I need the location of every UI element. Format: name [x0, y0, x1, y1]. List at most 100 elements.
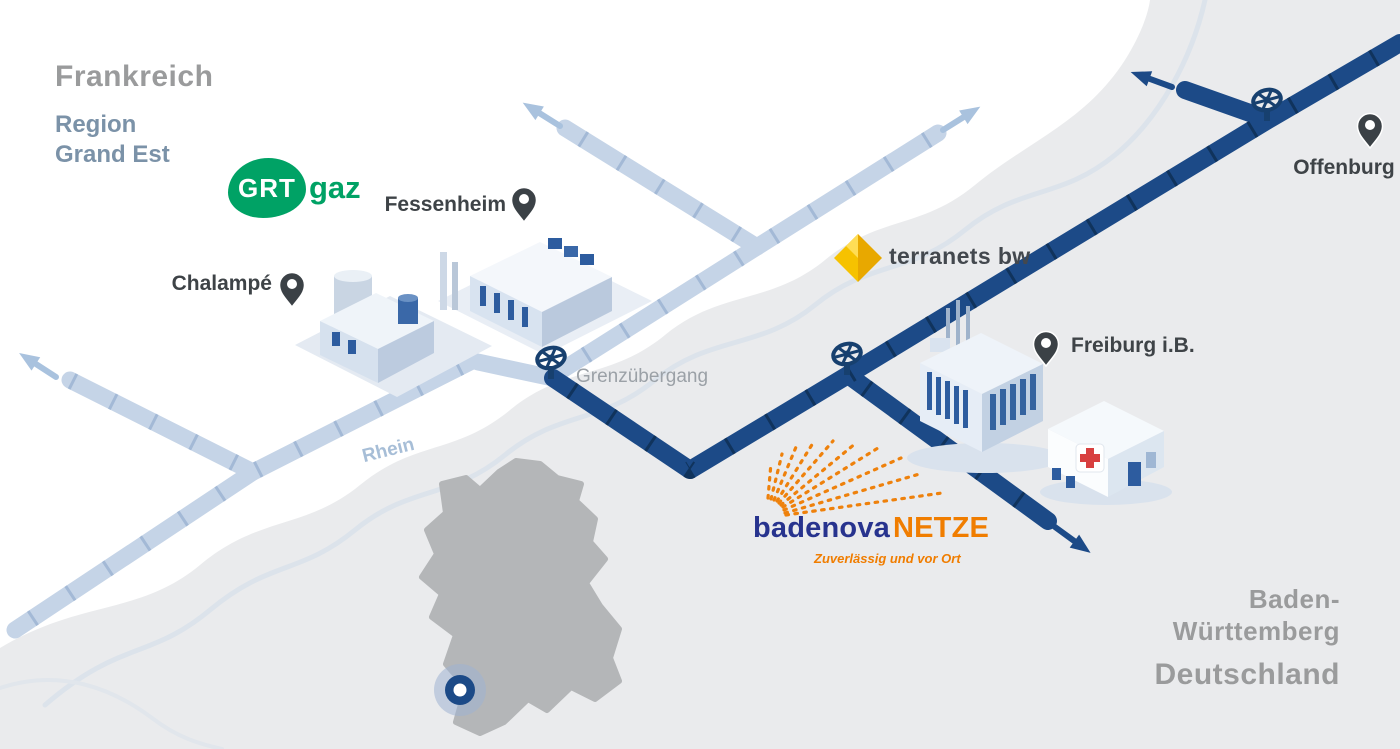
- ray: [781, 446, 880, 509]
- flow-arrow-north-dark-icon: [1130, 71, 1175, 90]
- industry-building: [920, 300, 1043, 452]
- window-strip: [1000, 389, 1006, 425]
- offenburg-pin: [1356, 112, 1384, 150]
- window-strip: [1020, 379, 1026, 415]
- valve-stem: [548, 366, 554, 379]
- building-face: [378, 321, 434, 383]
- pin-hole: [519, 194, 529, 204]
- germany-silhouette: [419, 458, 622, 736]
- building-face: [920, 363, 982, 452]
- arrow-shaft: [1052, 524, 1080, 546]
- pin-icon: [278, 271, 306, 309]
- grtgaz-suffix: gaz: [309, 170, 361, 205]
- label-state-line2: Württemberg: [1172, 616, 1340, 646]
- marker-hole: [453, 683, 467, 697]
- storage-tank: [398, 298, 418, 324]
- window: [1146, 452, 1156, 468]
- window-strip: [1030, 374, 1036, 410]
- flow-arrow-west-icon: [19, 353, 59, 380]
- cooling-tower-top: [334, 270, 372, 282]
- label-frankreich: Frankreich: [55, 60, 214, 93]
- valve-stem: [1264, 108, 1270, 121]
- valve-stem: [844, 362, 850, 375]
- arrow-shaft: [1144, 75, 1175, 90]
- arrow-head: [1069, 534, 1091, 553]
- terranets-facet: [858, 234, 882, 282]
- window-strip: [494, 293, 500, 313]
- grtgaz-logo: GRT gaz: [228, 158, 361, 218]
- pipeline-germany-north-branch: [1176, 81, 1273, 127]
- building-face: [542, 277, 612, 347]
- window-strip: [927, 372, 932, 410]
- label-freiburg: Freiburg i.B.: [1071, 334, 1195, 357]
- hospital-building: [1048, 401, 1164, 497]
- arrow-shaft: [940, 113, 969, 133]
- arrow-shaft: [534, 109, 563, 129]
- building-roof: [320, 293, 434, 349]
- pin-hole: [287, 279, 297, 289]
- window: [1052, 468, 1061, 480]
- valve-hub: [843, 350, 851, 358]
- germany-consumer-buildings: [907, 300, 1172, 505]
- window-strip: [936, 377, 941, 415]
- terranets-logo-label: terranets bw: [889, 243, 1031, 269]
- building-roof: [1048, 401, 1164, 459]
- arrow-head: [959, 106, 981, 125]
- pin-hole: [1365, 120, 1375, 130]
- flow-arrow-southeast-dark-icon: [1052, 524, 1091, 553]
- window: [1066, 476, 1075, 488]
- valve-hub: [547, 354, 555, 362]
- rhine-river: [42, 0, 1208, 708]
- terranets-icon: [834, 234, 882, 282]
- france-industrial-complex: [295, 238, 652, 397]
- ground-shadow: [907, 443, 1063, 473]
- valve-border-crossing: [535, 345, 567, 379]
- window-strip: [480, 286, 486, 306]
- arrow-head: [1130, 71, 1153, 87]
- ray: [772, 445, 798, 502]
- flow-arrow-northwest-icon: [522, 102, 563, 129]
- label-grenzuebergang: Grenzübergang: [576, 366, 709, 387]
- ray: [775, 441, 815, 503]
- hospital-cross-icon: [1080, 454, 1100, 462]
- door: [1128, 462, 1141, 486]
- window-strip: [508, 300, 514, 320]
- label-region-grand-est: Region Grand Est: [55, 110, 170, 170]
- label-offenburg: Offenburg: [1293, 156, 1395, 179]
- chimney: [440, 252, 447, 310]
- grtgaz-blob-icon: GRT: [228, 158, 306, 218]
- rhine-river-secondary: [0, 678, 224, 749]
- window-strip: [348, 340, 356, 354]
- badenova-rays-icon: [766, 439, 944, 517]
- ray: [769, 452, 784, 501]
- window-strip: [954, 386, 959, 424]
- building-face: [470, 276, 542, 347]
- valve-consumer-branch: [831, 341, 863, 375]
- pin-icon: [1356, 112, 1384, 150]
- roof-vent: [580, 254, 594, 265]
- pipeline-france-plant-link: [469, 353, 557, 386]
- badenova-tagline: Zuverlässig und vor Ort: [814, 551, 961, 566]
- roof-vent: [548, 238, 562, 249]
- chimney: [452, 262, 458, 310]
- pipeline-france: [6, 119, 947, 639]
- freiburg-map-marker: [434, 664, 486, 716]
- building-roof: [470, 242, 612, 312]
- chalampe-pin: [278, 271, 306, 309]
- badenova-suffix: NETZE: [892, 512, 990, 544]
- pipeline-france-border-feed: [547, 238, 766, 383]
- ray: [783, 471, 925, 515]
- label-region-line1: Region: [55, 111, 137, 138]
- arrow-head: [19, 353, 41, 371]
- pin-icon: [510, 186, 538, 224]
- storage-tank-top: [398, 294, 418, 302]
- building-roof: [920, 333, 1043, 394]
- valve-hub: [1263, 96, 1271, 104]
- ray: [779, 441, 858, 507]
- chalampe-plant: [320, 252, 458, 383]
- roof-unit: [930, 338, 950, 352]
- arrow-head: [522, 102, 544, 121]
